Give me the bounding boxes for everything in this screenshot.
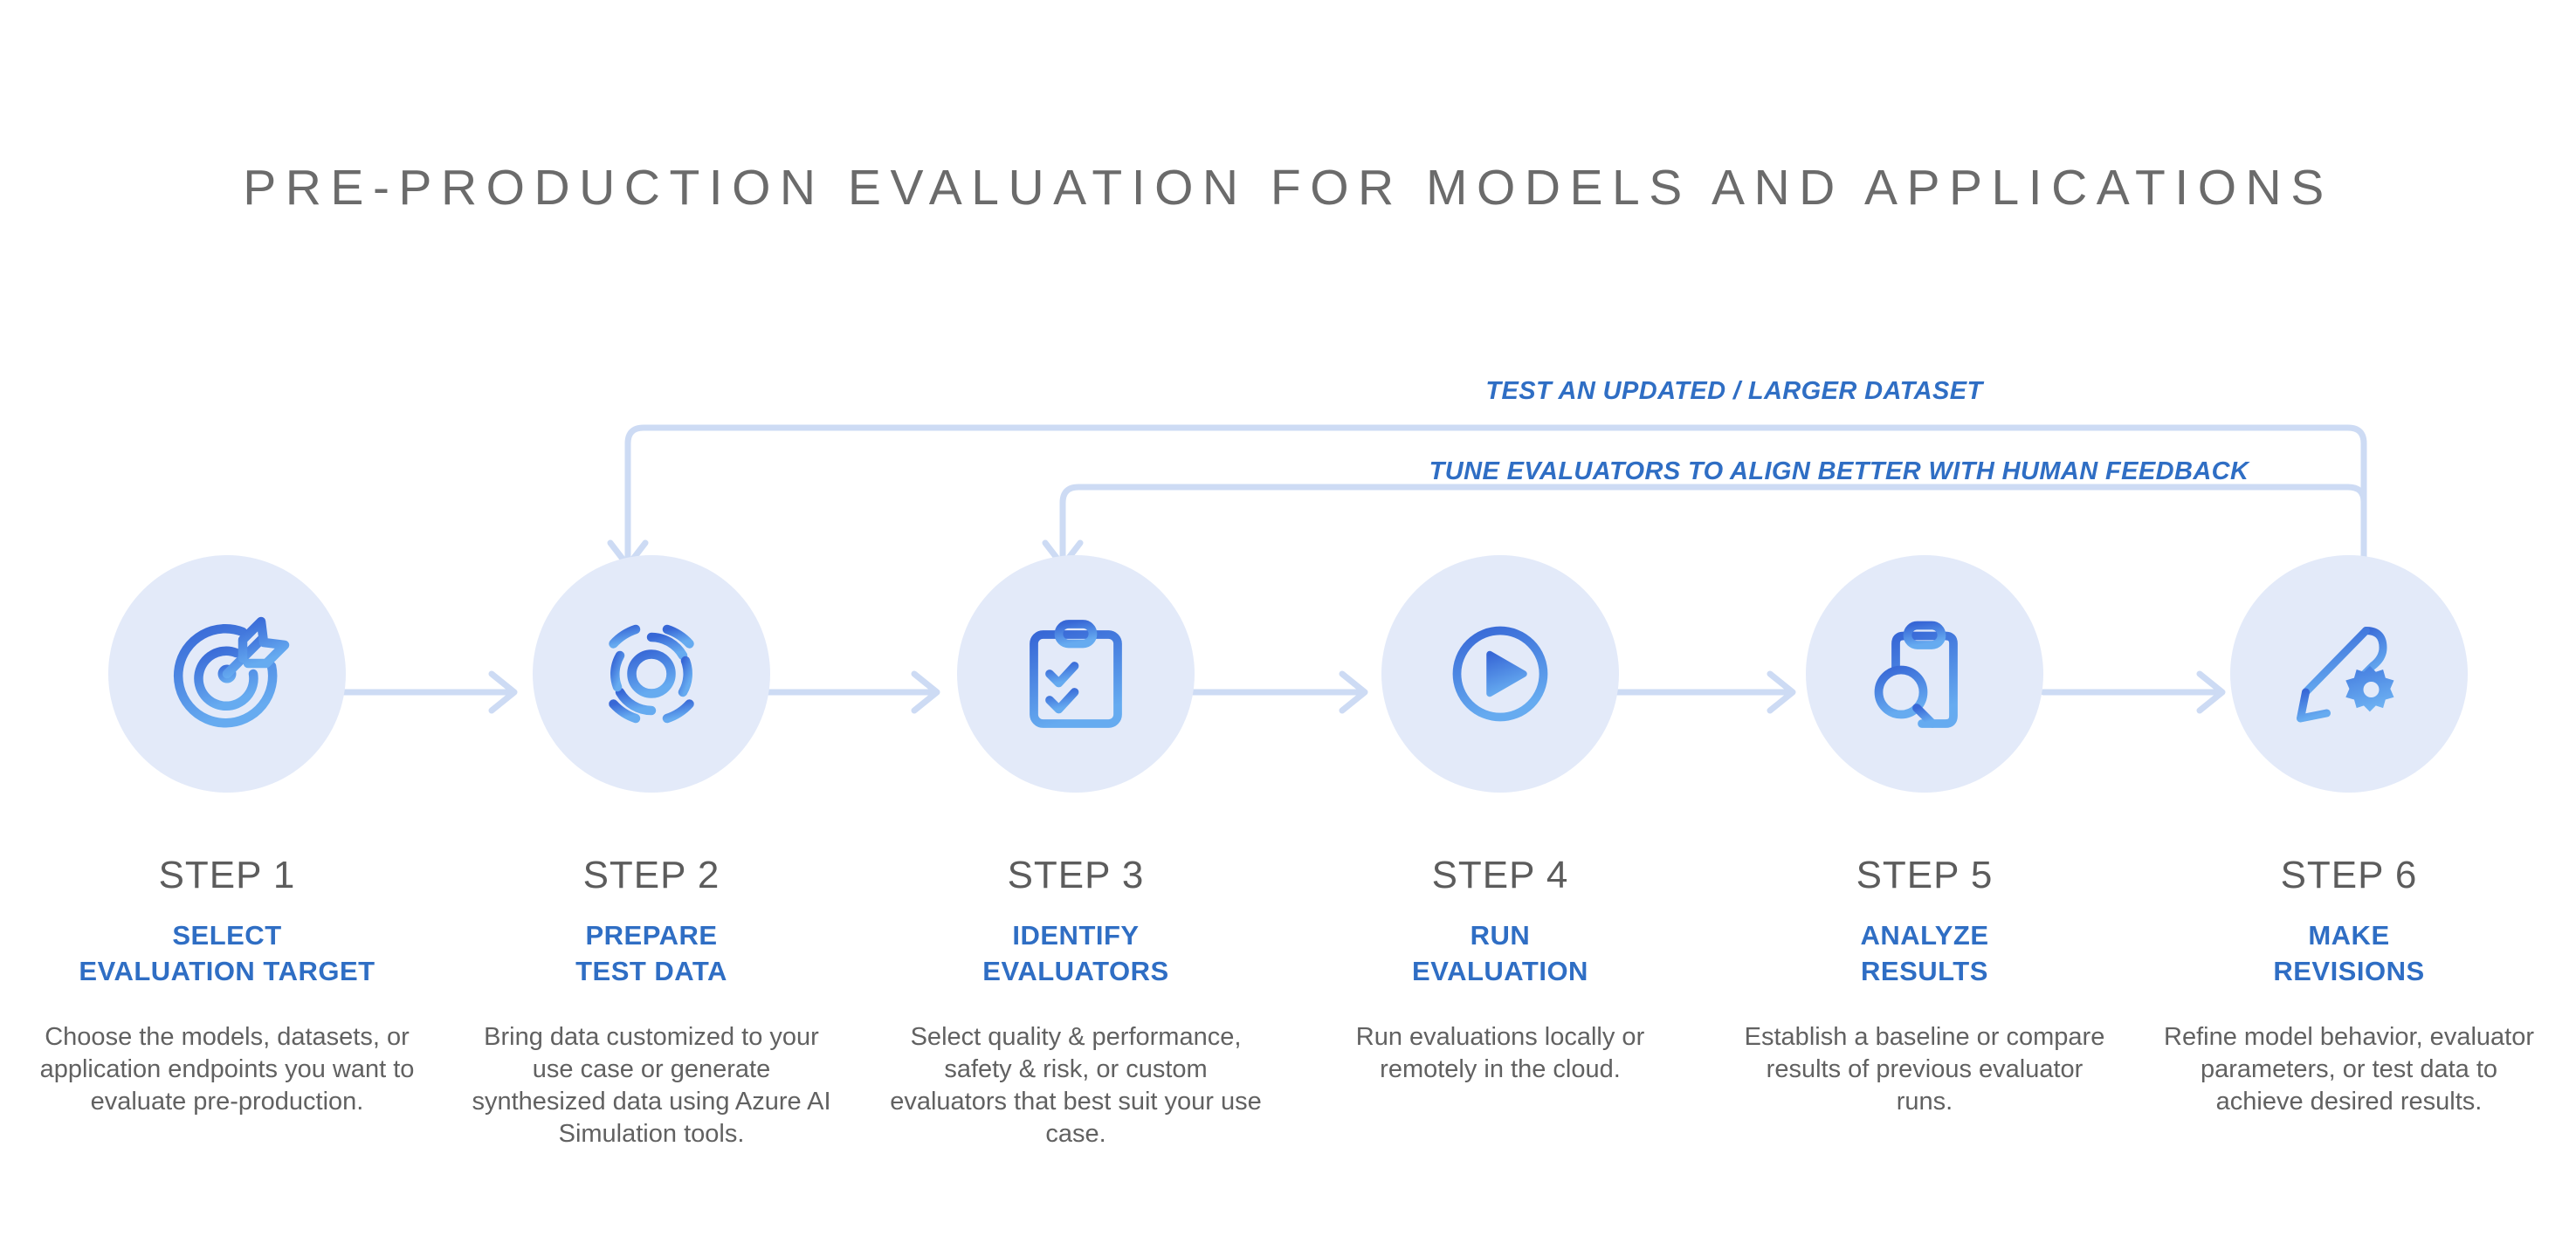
step-5-icon-circle: [1806, 555, 2043, 793]
step-6-number: STEP 6: [2280, 854, 2418, 896]
step-2-description: Bring data customized to your use case o…: [472, 1022, 831, 1149]
step-2-subtitle: PREPARE TEST DATA: [575, 918, 727, 990]
step-1[interactable]: STEP 1 SELECT EVALUATION TARGET Choose t…: [26, 555, 428, 1150]
steps-row: STEP 1 SELECT EVALUATION TARGET Choose t…: [0, 555, 2576, 1150]
step-5-number: STEP 5: [1856, 854, 1994, 896]
step-5-description: Establish a baseline or compare results …: [1744, 1022, 2105, 1116]
concentric-arcs-icon: [609, 624, 694, 724]
clipboard-search-icon: [1874, 621, 1958, 728]
step-2-subtitle-line2: TEST DATA: [575, 955, 727, 986]
step-6[interactable]: STEP 6 MAKE REVISIONS Refine model behav…: [2148, 555, 2550, 1150]
step-5-subtitle-line2: RESULTS: [1861, 955, 1988, 986]
play-circle-icon: [1452, 626, 1548, 722]
step-3-number: STEP 3: [1007, 854, 1145, 896]
step-4-subtitle: RUN EVALUATION: [1412, 918, 1588, 990]
loop-label-tune: TUNE EVALUATORS TO ALIGN BETTER WITH HUM…: [1429, 457, 2249, 485]
step-3-subtitle: IDENTIFY EVALUATORS: [982, 918, 1168, 990]
step-2-number: STEP 2: [582, 854, 720, 896]
step-3-subtitle-line1: IDENTIFY: [1012, 920, 1140, 951]
step-2[interactable]: STEP 2 PREPARE TEST DATA Bring data cust…: [451, 555, 852, 1150]
step-6-subtitle-line1: MAKE: [2308, 920, 2390, 951]
step-4-number: STEP 4: [1431, 854, 1569, 896]
step-1-subtitle: SELECT EVALUATION TARGET: [79, 918, 375, 990]
step-1-description: Choose the models, datasets, or applicat…: [39, 1022, 415, 1116]
step-3-description: Select quality & performance, safety & r…: [890, 1022, 1262, 1149]
step-6-description: Refine model behavior, evaluator paramet…: [2164, 1022, 2534, 1116]
step-6-icon-circle: [2230, 555, 2468, 793]
step-2-icon-circle: [533, 555, 770, 793]
loop-path-dataset: [624, 424, 2367, 580]
step-4-icon-circle: [1381, 555, 1619, 793]
step-5[interactable]: STEP 5 ANALYZE RESULTS Establish a basel…: [1724, 555, 2125, 1150]
step-1-number: STEP 1: [158, 854, 296, 896]
step-4-description: Run evaluations locally or remotely in t…: [1355, 1022, 1645, 1083]
pencil-gear-icon: [2297, 627, 2394, 723]
step-3-subtitle-line2: EVALUATORS: [982, 955, 1169, 986]
step-6-subtitle-line2: REVISIONS: [2273, 955, 2425, 986]
clipboard-checklist-icon: [1030, 620, 1122, 728]
step-3-icon-circle: [957, 555, 1195, 793]
step-3[interactable]: STEP 3 IDENTIFY EVALUATORS Select qualit…: [875, 555, 1277, 1150]
loop-label-dataset: TEST AN UPDATED / LARGER DATASET: [1485, 377, 1983, 405]
step-2-subtitle-line1: PREPARE: [585, 920, 718, 951]
page-title: PRE-PRODUCTION EVALUATION FOR MODELS AND…: [243, 160, 2333, 216]
step-1-subtitle-line2: EVALUATION TARGET: [79, 955, 375, 986]
step-1-icon-circle: [108, 555, 346, 793]
step-6-subtitle: MAKE REVISIONS: [2273, 918, 2424, 990]
step-4-subtitle-line1: RUN: [1470, 920, 1531, 951]
step-5-subtitle: ANALYZE RESULTS: [1860, 918, 1988, 990]
step-4[interactable]: STEP 4 RUN EVALUATION Run evaluations lo…: [1299, 555, 1701, 1150]
target-arrow-icon: [173, 616, 290, 728]
step-5-subtitle-line1: ANALYZE: [1860, 920, 1989, 951]
step-1-subtitle-line1: SELECT: [172, 920, 282, 951]
step-4-subtitle-line2: EVALUATION: [1412, 955, 1588, 986]
